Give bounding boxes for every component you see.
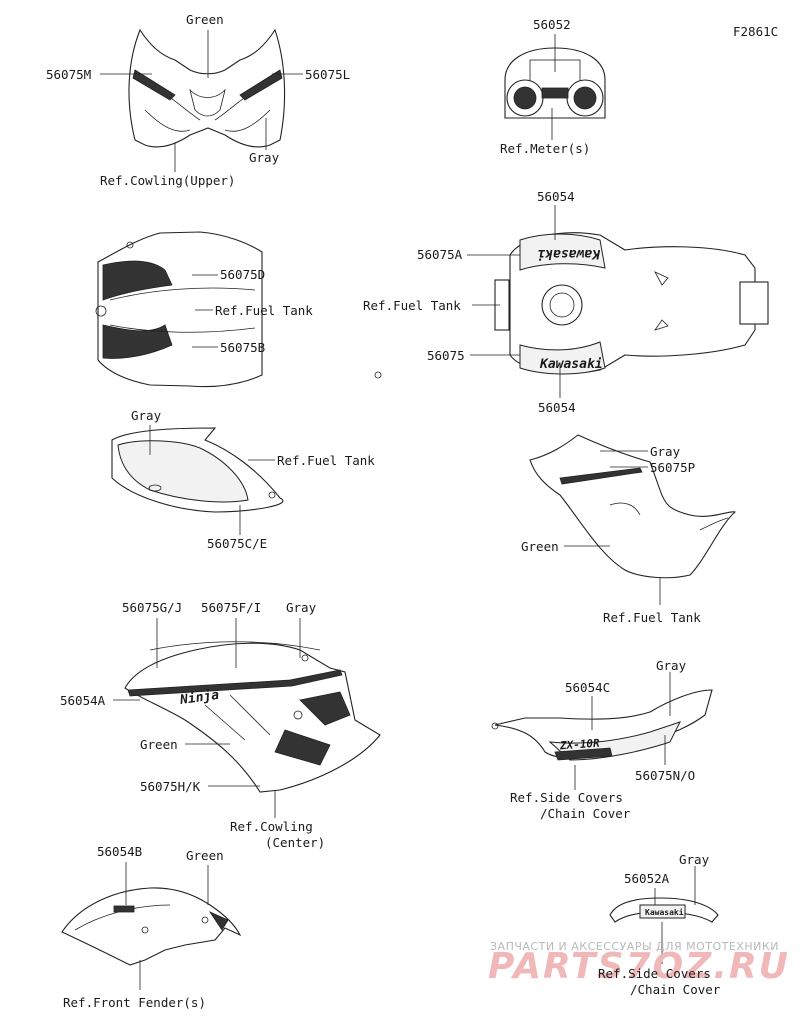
label-green-4: Green	[186, 848, 224, 863]
label-56075gj: 56075G/J	[122, 600, 182, 615]
label-gray-4: Gray	[286, 600, 317, 615]
label-56054b: 56054B	[97, 844, 142, 859]
figure-code: F2861C	[733, 24, 778, 39]
label-56075no: 56075N/O	[635, 768, 695, 783]
tank-decal-bottom: Kawasaki	[539, 357, 603, 372]
label-56075l: 56075L	[305, 67, 350, 82]
label-56075ce: 56075C/E	[207, 536, 267, 551]
label-56075hk: 56075H/K	[140, 779, 201, 794]
label-56075d: 56075D	[220, 267, 265, 282]
label-gray-5: Gray	[656, 658, 687, 673]
label-green-2: Green	[521, 539, 559, 554]
label-56052a: 56052A	[624, 871, 670, 886]
center-cowling-group: Ninja 56075G/J 56075F/I Gray 56054A Gree…	[60, 600, 381, 850]
meter-group: 56052 Ref.Meter(s)	[500, 17, 606, 156]
rear-cover-group: Kawasaki Gray 56052A	[609, 852, 719, 964]
tank-side-left-group: Gray Ref.Fuel Tank 56075C/E	[111, 408, 375, 551]
label-56075m: 56075M	[46, 67, 91, 82]
label-chain-cover-2: /Chain Cover	[630, 982, 721, 997]
side-cover-group: ZX-10R Gray 56054C Ref.Side Covers /Chai…	[491, 658, 713, 821]
label-56075a: 56075A	[417, 247, 463, 262]
label-56054c: 56054C	[565, 680, 610, 695]
rear-cover-decal: Kawasaki	[645, 907, 684, 917]
watermark-line2: PARTS7OZ.RU	[488, 946, 790, 987]
label-56075fi: 56075F/I	[201, 600, 261, 615]
label-56075p: 56075P	[650, 460, 695, 475]
tank-side-right-group: Gray 56075P Green Ref.Fuel Tank	[521, 434, 737, 625]
watermark: ЗАПЧАСТИ И АКСЕССУАРЫ ДЛЯ МОТОТЕХНИКИ PA…	[488, 940, 790, 987]
tank-cover-group: 56075D Ref.Fuel Tank 56075B	[95, 231, 382, 388]
label-56075: 56075	[427, 348, 465, 363]
label-ref-cowling-upper: Ref.Cowling(Upper)	[100, 173, 235, 188]
label-56075b: 56075B	[220, 340, 265, 355]
label-gray-6: Gray	[679, 852, 710, 867]
label-56054-top: 56054	[537, 189, 575, 204]
label-ref-side-covers: Ref.Side Covers	[510, 790, 623, 805]
label-gray-3: Gray	[650, 444, 681, 459]
label-chain-cover: /Chain Cover	[540, 806, 631, 821]
label-ref-front-fender: Ref.Front Fender(s)	[63, 995, 206, 1010]
label-56052: 56052	[533, 17, 571, 32]
label-ref-cowling-center: Ref.Cowling	[230, 819, 313, 834]
label-56054-bottom: 56054	[538, 400, 576, 415]
label-gray-2: Gray	[131, 408, 162, 423]
tank-decal-top: Kawasaki	[537, 246, 601, 261]
ninja-decal: Ninja	[178, 688, 220, 708]
label-ref-meters: Ref.Meter(s)	[500, 141, 590, 156]
label-green-3: Green	[140, 737, 178, 752]
fuel-tank-group: Kawasaki Kawasaki 56054 56075A Ref.Fuel …	[363, 189, 769, 415]
front-fender-group: 56054B Green Ref.Front Fender(s)	[61, 844, 242, 1010]
label-ref-fuel-tank-3: Ref.Fuel Tank	[277, 453, 375, 468]
upper-cowling-group: Green 56075M 56075L Gray Ref.Cowling(Upp…	[46, 12, 350, 188]
label-center: (Center)	[265, 835, 325, 850]
label-gray: Gray	[249, 150, 280, 165]
label-green: Green	[186, 12, 224, 27]
label-ref-fuel-tank: Ref.Fuel Tank	[215, 303, 313, 318]
watermark-line1: ЗАПЧАСТИ И АКСЕССУАРЫ ДЛЯ МОТОТЕХНИКИ	[490, 940, 779, 953]
label-56054a: 56054A	[60, 693, 106, 708]
zx10r-decal: ZX-10R	[559, 737, 601, 753]
label-ref-fuel-tank-2: Ref.Fuel Tank	[363, 298, 461, 313]
label-ref-side-covers-2: Ref.Side Covers	[598, 966, 711, 981]
label-ref-fuel-tank-4: Ref.Fuel Tank	[603, 610, 701, 625]
